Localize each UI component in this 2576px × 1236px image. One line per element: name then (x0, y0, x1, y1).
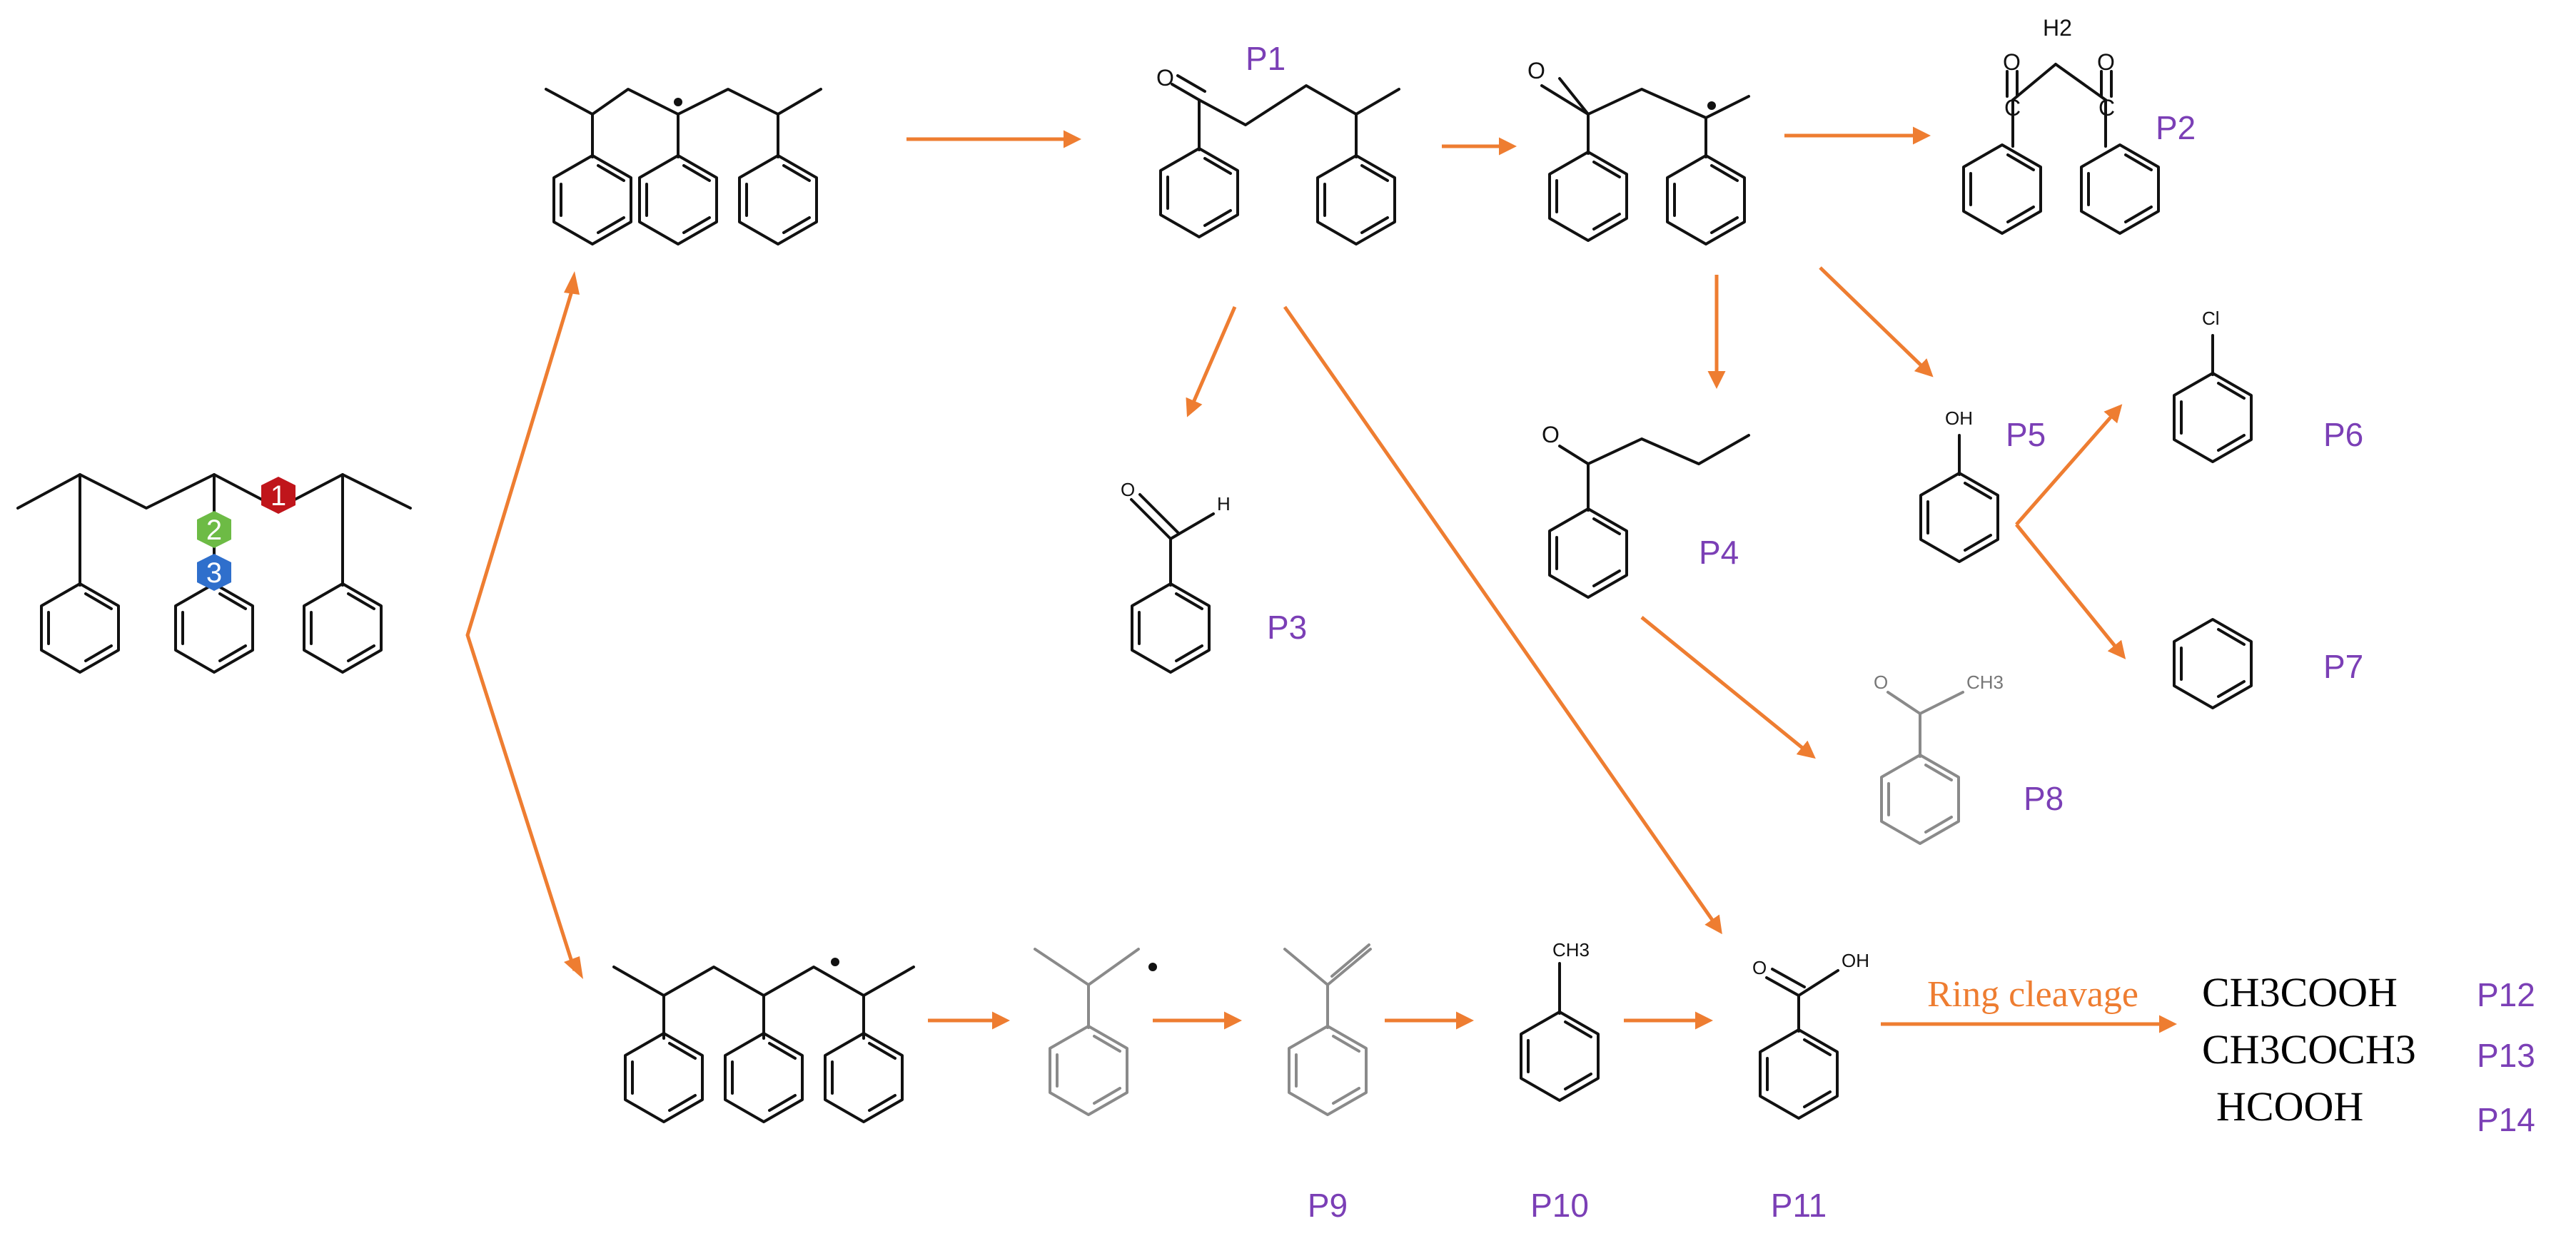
attack-site-2: 2 (197, 511, 231, 548)
p10-label: P10 (1530, 1187, 1589, 1224)
svg-text:CH3: CH3 (1552, 939, 1590, 961)
radical-intermediate-cumyl (1034, 948, 1157, 1116)
parent-polystyrene-structure: 1 2 3 (16, 473, 412, 674)
p13-label: P13 (2477, 1037, 2535, 1074)
product-p11: O OH P11 (1752, 950, 1869, 1224)
acetone-formula: CH3COCH3 (2202, 1026, 2416, 1073)
small-molecule-products: CH3COOH CH3COCH3 HCOOH P12 P13 P14 (2202, 969, 2535, 1138)
p1-label: P1 (1246, 40, 1286, 77)
product-p4: O P4 (1542, 422, 1750, 599)
svg-text:O: O (2097, 49, 2115, 75)
svg-text:3: 3 (206, 557, 222, 589)
svg-text:C: C (2004, 95, 2021, 121)
svg-text:OH: OH (1842, 950, 1869, 971)
attack-site-3: 3 (197, 554, 231, 591)
p12-label: P12 (2477, 976, 2535, 1013)
svg-text:OH: OH (1945, 407, 1973, 429)
p6-label: P6 (2323, 416, 2363, 453)
product-p8: O CH3 P8 (1874, 672, 2064, 845)
svg-text:Cl: Cl (2202, 308, 2220, 329)
svg-text:O: O (1874, 672, 1888, 693)
product-p5: OH P5 (1919, 407, 2046, 563)
svg-text:O: O (1156, 65, 1174, 91)
svg-text:O: O (1527, 58, 1545, 83)
product-p2: H2 O O C C P2 (1962, 15, 2196, 235)
p2-label: P2 (2156, 109, 2196, 146)
product-p10: CH3 P10 (1520, 939, 1600, 1224)
attack-site-1: 1 (261, 477, 296, 514)
svg-text:O: O (1542, 422, 1560, 447)
svg-text:O: O (2003, 49, 2021, 75)
ring-cleavage-label: Ring cleavage (1927, 974, 2138, 1015)
svg-text:H2: H2 (2043, 15, 2072, 41)
svg-text:C: C (2098, 95, 2115, 121)
product-p1: O P1 (1156, 40, 1400, 245)
p14-label: P14 (2477, 1101, 2535, 1138)
svg-text:O: O (1121, 479, 1135, 500)
svg-text:O: O (1752, 957, 1767, 978)
formic-acid-formula: HCOOH (2216, 1083, 2363, 1130)
svg-text:2: 2 (206, 515, 222, 546)
acetic-acid-formula: CH3COOH (2202, 969, 2398, 1015)
svg-text:1: 1 (271, 480, 286, 512)
radical-intermediate-top (545, 88, 822, 245)
radical-intermediate-p1: O (1527, 58, 1750, 245)
radical-intermediate-bottom (612, 958, 915, 1123)
product-p3: O H P3 (1121, 479, 1307, 674)
p9-label: P9 (1308, 1187, 1348, 1224)
svg-text:H: H (1217, 493, 1231, 515)
p3-label: P3 (1267, 609, 1307, 646)
product-p7: P7 (2173, 618, 2363, 709)
p4-label: P4 (1699, 534, 1739, 571)
reaction-arrows (465, 126, 2177, 1033)
p5-label: P5 (2006, 416, 2046, 453)
svg-text:CH3: CH3 (1966, 672, 2004, 693)
p7-label: P7 (2323, 648, 2363, 685)
product-p9: P9 (1283, 943, 1372, 1224)
product-p6: Cl P6 (2173, 308, 2363, 463)
p11-label: P11 (1771, 1187, 1827, 1224)
p8-label: P8 (2024, 780, 2064, 817)
